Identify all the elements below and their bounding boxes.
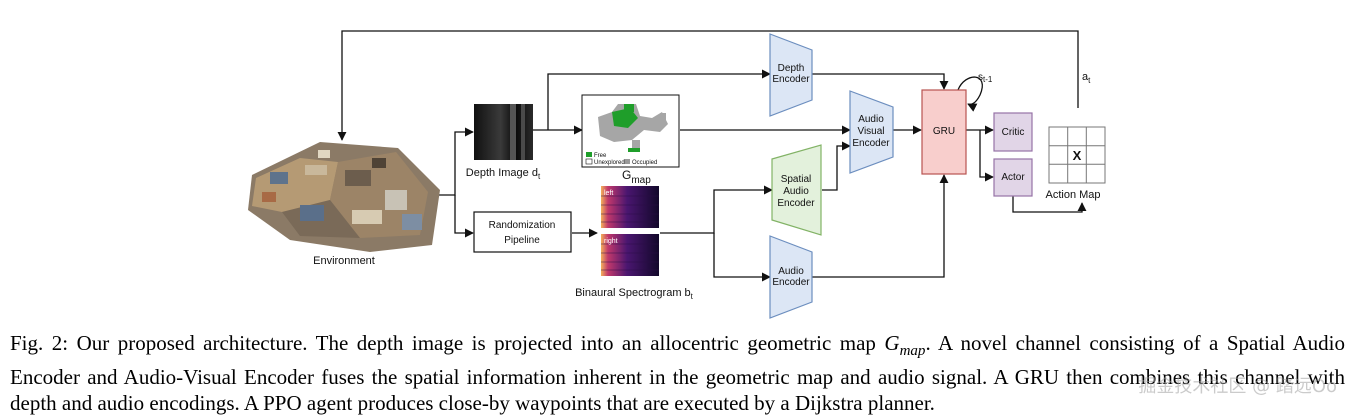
legend-free-swatch xyxy=(586,152,592,157)
randomization-label-line1: Randomization xyxy=(489,220,556,231)
spec-to-spatial-arrow xyxy=(660,185,773,234)
randomization-label-line2: Pipeline xyxy=(504,235,540,246)
legend-occupied-label: Occupied xyxy=(632,160,657,166)
env-to-random-arrow xyxy=(454,195,474,238)
legend-unexplored-label: Unexplored xyxy=(594,160,625,166)
spectrogram-left-label: left xyxy=(604,190,613,197)
architecture-diagram: Environment Depth Image dt Free Unexplor… xyxy=(248,30,1106,319)
action-map-mark: X xyxy=(1073,148,1082,163)
spec-to-audio-arrow xyxy=(713,233,771,282)
gru-label: GRU xyxy=(933,126,955,137)
action-map-grid xyxy=(1048,126,1106,184)
audio-encoder-label-line1: Audio xyxy=(778,266,804,277)
spatial-to-av-arrow xyxy=(822,141,851,191)
figure-caption: Fig. 2: Our proposed architecture. The d… xyxy=(10,330,1345,416)
legend-free-label: Free xyxy=(594,153,607,159)
environment-house-image xyxy=(248,142,440,252)
av-encoder-label-line3: Encoder xyxy=(852,138,890,149)
audio-visual-encoder-box xyxy=(849,90,894,174)
spectrogram-right-label: right xyxy=(604,238,618,245)
gru-state-loop xyxy=(957,76,983,112)
environment-label: Environment xyxy=(313,255,375,267)
geometric-map: Free Unexplored Occupied xyxy=(581,94,680,168)
depth-to-encoder-arrow xyxy=(547,69,771,130)
env-to-depth-arrow xyxy=(438,127,474,196)
spatial-encoder-label-line3: Encoder xyxy=(777,198,815,209)
audioenc-to-gru-arrow xyxy=(812,174,949,278)
randomization-pipeline-box xyxy=(473,211,572,253)
connections xyxy=(337,30,1087,282)
caption-math: Gmap xyxy=(884,331,926,360)
gru-box xyxy=(921,89,967,175)
gru-state-label: st-1 xyxy=(978,72,993,84)
action-map-label: Action Map xyxy=(1045,189,1100,201)
critic-box xyxy=(993,112,1033,152)
depth-encoder-label-line2: Encoder xyxy=(772,74,810,85)
spatial-encoder-label-line1: Spatial xyxy=(781,174,812,185)
gmap-label: Gmap xyxy=(622,168,651,186)
depth-encoder-box xyxy=(769,33,813,117)
feedback-arrow xyxy=(337,30,1079,141)
actor-box xyxy=(993,158,1033,197)
gru-to-actor-arrow xyxy=(979,130,994,182)
spatial-audio-encoder-box xyxy=(771,144,822,236)
caption-suffix: . A novel channel consisting of a Spatia… xyxy=(10,331,1346,416)
critic-label: Critic xyxy=(1002,127,1025,138)
legend-unexplored-swatch xyxy=(585,158,593,165)
legend-occupied-swatch xyxy=(624,159,630,164)
av-encoder-label-line2: Visual xyxy=(857,126,884,137)
action-label: at xyxy=(1082,71,1091,85)
actor-label: Actor xyxy=(1001,172,1025,183)
watermark: 掘金技术社区 @ 踏远Oo xyxy=(1138,376,1337,397)
spatial-encoder-label-line2: Audio xyxy=(783,186,809,197)
depthenc-to-gru-arrow xyxy=(812,73,949,90)
actor-to-map-arrow xyxy=(1012,196,1087,213)
depth-image-label: Depth Image dt xyxy=(466,167,541,181)
depth-image xyxy=(474,104,533,160)
caption-prefix: Fig. 2: Our proposed architecture. The d… xyxy=(10,331,885,355)
audio-encoder-label-line2: Encoder xyxy=(772,277,810,288)
spectrogram-label: Binaural Spectrogram bt xyxy=(575,287,694,301)
depth-encoder-label-line1: Depth xyxy=(778,63,805,74)
audio-encoder-box xyxy=(769,235,813,319)
av-encoder-label-line1: Audio xyxy=(858,114,884,125)
binaural-spectrogram: left right xyxy=(601,186,659,276)
